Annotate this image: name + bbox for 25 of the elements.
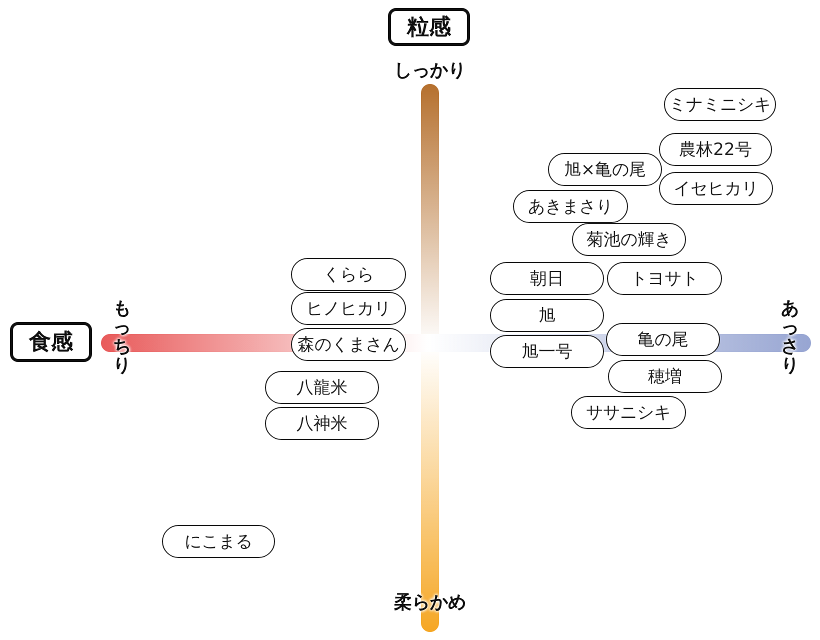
axis-end-label: 柔らかめ	[394, 594, 466, 613]
variety-pill: ミナミニシキ	[664, 88, 776, 121]
axis-title-box: 粒感	[388, 8, 470, 46]
variety-pill: 八龍米	[265, 371, 379, 404]
variety-pill: ササニシキ	[571, 396, 686, 429]
variety-pill: くらら	[291, 258, 406, 291]
variety-pill: 旭×亀の尾	[548, 153, 662, 186]
axis-title-box: 食感	[10, 322, 92, 362]
variety-pill: イセヒカリ	[659, 172, 773, 205]
variety-pill: トヨサト	[607, 262, 722, 295]
axis-end-label: あっさり	[780, 300, 800, 376]
variety-pill: 旭	[490, 299, 604, 332]
variety-pill: にこまる	[162, 525, 275, 558]
variety-pill: 穂増	[608, 360, 722, 393]
variety-pill: ヒノヒカリ	[291, 292, 406, 325]
axis-end-label: しっかり	[394, 62, 466, 81]
variety-pill: 旭一号	[490, 335, 604, 368]
variety-pill: 八神米	[265, 407, 379, 440]
variety-pill: 菊池の輝き	[572, 223, 686, 256]
variety-pill: 朝日	[490, 262, 604, 295]
variety-pill: 農林22号	[659, 133, 772, 166]
variety-pill: 森のくまさん	[291, 328, 406, 361]
variety-pill: 亀の尾	[606, 323, 720, 356]
axis-end-label: もっちり	[112, 300, 132, 376]
variety-pill: あきまさり	[513, 190, 628, 223]
